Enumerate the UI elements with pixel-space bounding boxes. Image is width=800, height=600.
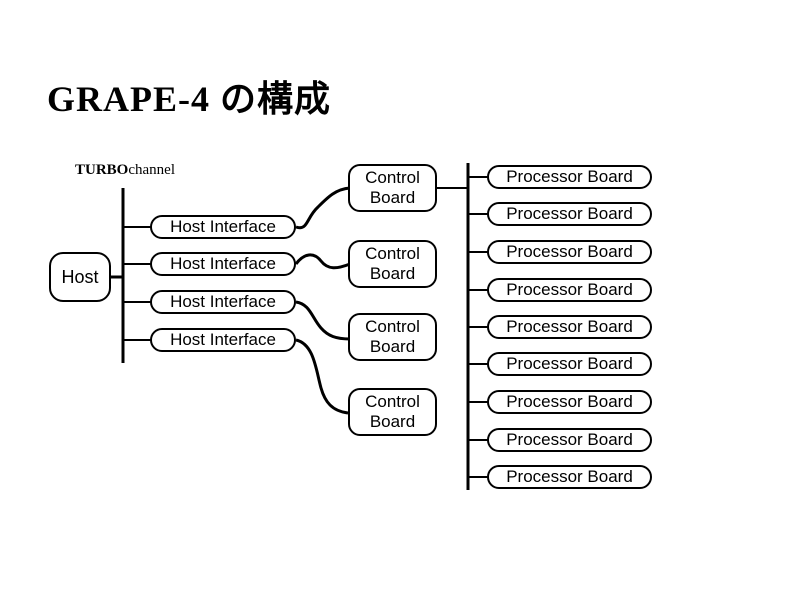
page-title: GRAPE-4 の構成 [47, 79, 331, 119]
processor-board-node-4: Processor Board [487, 278, 652, 302]
control-board-node-1: Control Board [348, 164, 437, 212]
processor-board-node-5: Processor Board [487, 315, 652, 339]
wavy-connector-1 [295, 186, 351, 230]
host-interface-node-3: Host Interface [150, 290, 296, 314]
turbochannel-label-rest: channel [128, 162, 175, 178]
processor-board-node-2: Processor Board [487, 202, 652, 226]
processor-board-node-3: Processor Board [487, 240, 652, 264]
wavy-connector-4 [295, 338, 349, 415]
control-board-label: Control Board [365, 244, 420, 283]
processor-board-node-1: Processor Board [487, 165, 652, 189]
control-board-node-2: Control Board [348, 240, 437, 288]
host-interface-node-4: Host Interface [150, 328, 296, 352]
control-board-node-4: Control Board [348, 388, 437, 436]
wavy-connector-2 [294, 253, 351, 270]
host-node: Host [49, 252, 111, 302]
processor-board-node-9: Processor Board [487, 465, 652, 489]
control-board-label: Control Board [365, 392, 420, 431]
control-board-node-3: Control Board [348, 313, 437, 361]
turbochannel-label: TURBOchannel [75, 162, 175, 179]
processor-board-node-7: Processor Board [487, 390, 652, 414]
control-board-label: Control Board [365, 168, 420, 207]
wavy-connector-3 [295, 300, 351, 341]
processor-board-node-6: Processor Board [487, 352, 652, 376]
control-board-label: Control Board [365, 317, 420, 356]
processor-board-node-8: Processor Board [487, 428, 652, 452]
host-interface-node-1: Host Interface [150, 215, 296, 239]
turbochannel-label-strong: TURBO [75, 162, 129, 178]
host-interface-node-2: Host Interface [150, 252, 296, 276]
